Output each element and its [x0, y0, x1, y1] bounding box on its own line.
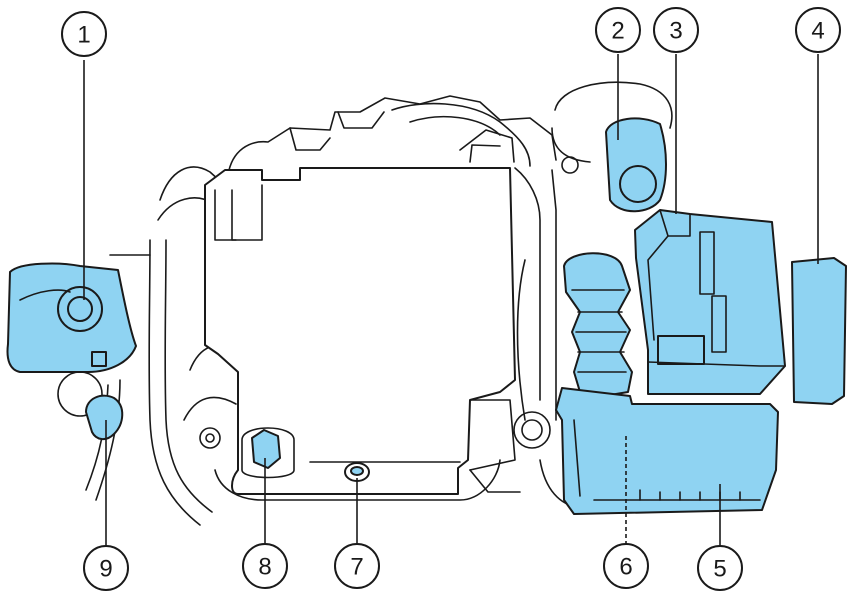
callout-7: 7 — [334, 543, 380, 589]
part-2-cap — [605, 117, 667, 213]
part-9-cap — [57, 371, 124, 440]
part-6-intake-duct — [563, 252, 633, 397]
callout-7-label: 7 — [350, 554, 363, 581]
leader-lines — [83, 54, 819, 546]
engine-cover — [204, 167, 516, 495]
callout-3: 3 — [653, 7, 699, 53]
part-1-reservoir — [6, 262, 137, 373]
callout-9: 9 — [83, 545, 129, 591]
part-8-oil-cap — [241, 427, 295, 479]
callout-3-label: 3 — [669, 18, 682, 45]
callout-8: 8 — [242, 543, 288, 589]
callout-1: 1 — [61, 11, 107, 57]
callout-2-label: 2 — [611, 18, 624, 45]
callout-6-label: 6 — [619, 554, 632, 581]
callout-8-label: 8 — [258, 554, 271, 581]
callout-5-label: 5 — [713, 556, 726, 583]
engine-linework — [85, 81, 673, 526]
callout-1-label: 1 — [77, 22, 90, 49]
callout-4: 4 — [795, 7, 841, 53]
part-3-battery — [634, 209, 786, 395]
callout-9-label: 9 — [99, 556, 112, 583]
callout-2: 2 — [595, 7, 641, 53]
callout-4-label: 4 — [811, 18, 824, 45]
callout-5: 5 — [697, 545, 743, 591]
callout-6: 6 — [603, 543, 649, 589]
part-4-fuse-box — [791, 257, 847, 405]
part-5-air-cleaner — [555, 387, 779, 515]
